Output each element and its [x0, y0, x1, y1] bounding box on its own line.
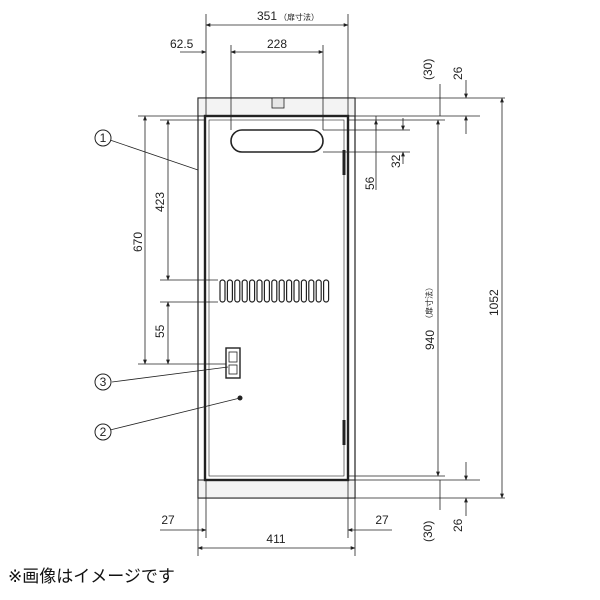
dim-handle-top: 56 — [363, 176, 377, 190]
callout-2-dot — [237, 395, 243, 401]
louver-slot — [308, 279, 315, 303]
louver-slot — [286, 279, 293, 303]
callout-2: 2 — [94, 423, 112, 441]
louver-slot — [241, 279, 248, 303]
dim-door-height: 940 — [423, 330, 437, 350]
callout-3: 3 — [94, 373, 112, 391]
cabinet-body — [197, 97, 356, 499]
dim-total-width: 411 — [266, 532, 285, 546]
dim-louver-height: 670 — [131, 232, 145, 252]
svg-text:1: 1 — [100, 131, 107, 145]
louver-slot — [234, 279, 241, 303]
louver-slot — [315, 279, 322, 303]
dim-offset: 62.5 — [170, 37, 194, 51]
dim-left-margin: 27 — [161, 513, 175, 527]
dim-door-height-note: （扉寸法） — [424, 283, 434, 323]
dim-louver-top: 423 — [153, 192, 167, 212]
dim-total-height: 1052 — [487, 289, 501, 316]
svg-text:3: 3 — [100, 375, 107, 389]
dim-bottom-gap: (30) — [421, 521, 435, 542]
louver-slot — [278, 279, 285, 303]
callout-1: 1 — [94, 129, 112, 147]
dim-handle-width: 228 — [267, 37, 287, 51]
dim-top-rail: 26 — [451, 66, 465, 80]
image-disclaimer: ※画像はイメージです — [8, 567, 175, 587]
louver-slot — [249, 279, 256, 303]
dim-top-gap: (30) — [421, 59, 435, 80]
dim-door-width-note: （扉寸法） — [279, 12, 319, 22]
handle-slot — [230, 129, 324, 153]
dim-handle-drop: 32 — [389, 154, 403, 168]
louver-slot — [323, 279, 330, 303]
louver-slot — [271, 279, 278, 303]
dim-right-margin: 27 — [375, 513, 389, 527]
louver-slot — [263, 279, 270, 303]
louver-slot — [293, 279, 300, 303]
louver-slot — [256, 279, 263, 303]
louver-vents — [219, 279, 330, 303]
louver-slot — [300, 279, 307, 303]
latch-lock — [225, 347, 241, 379]
dim-door-width: 351 — [257, 9, 277, 23]
dim-bottom-rail: 26 — [451, 518, 465, 532]
dimension-lines — [109, 14, 505, 556]
dim-latch-gap: 55 — [153, 324, 167, 338]
louver-slot — [226, 279, 233, 303]
svg-text:2: 2 — [100, 425, 107, 439]
louver-slot — [219, 279, 226, 303]
